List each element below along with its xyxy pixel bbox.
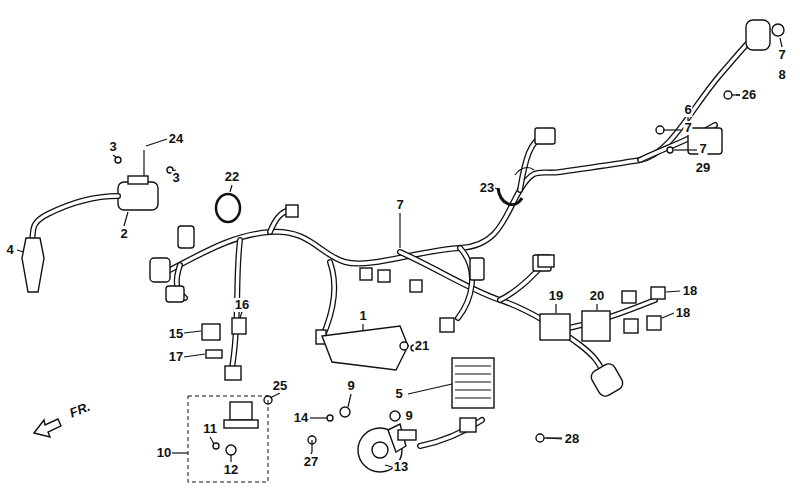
front-arrow — [34, 419, 61, 437]
callout-number: 20 — [589, 289, 605, 303]
relays — [538, 255, 665, 341]
ignition-coil — [22, 150, 158, 292]
callout-number: 18 — [675, 306, 691, 320]
callout-number: 11 — [202, 422, 218, 436]
callout-number: 7 — [395, 198, 404, 212]
bracket-plate — [322, 326, 408, 370]
callout-number: 3 — [108, 140, 117, 154]
callout-number: 21 — [414, 339, 430, 353]
callout-number: 9 — [404, 409, 413, 423]
callout-number: 9 — [346, 379, 355, 393]
callout-number: 17 — [168, 350, 184, 364]
callout-number: 12 — [223, 463, 239, 477]
fasteners — [115, 24, 784, 452]
callout-number: 28 — [564, 432, 580, 446]
callout-number: 29 — [695, 161, 711, 175]
callout-number: 23 — [479, 181, 495, 195]
callout-number: 15 — [168, 327, 184, 341]
callout-number: 7 — [777, 48, 786, 62]
callout-number: 24 — [168, 132, 184, 146]
group-bracket — [188, 396, 268, 482]
callout-number: 7 — [683, 121, 692, 135]
callout-number: 4 — [5, 243, 14, 257]
callout-number: 10 — [156, 446, 172, 460]
callout-number: 13 — [393, 460, 409, 474]
direction-label: FR. — [67, 399, 94, 421]
callout-number: 3 — [171, 171, 180, 185]
callout-number: 26 — [741, 88, 757, 102]
callout-number: 6 — [683, 103, 692, 117]
clamps — [216, 188, 522, 222]
callout-number: 25 — [272, 379, 288, 393]
regulator — [452, 358, 494, 432]
callout-number: 19 — [548, 289, 564, 303]
callout-number: 8 — [777, 68, 786, 82]
callout-number: 14 — [293, 411, 309, 425]
callout-number: 22 — [224, 170, 240, 184]
harness-parts — [150, 20, 770, 399]
callout-number: 5 — [394, 387, 403, 401]
callout-number: 2 — [119, 227, 128, 241]
callout-number: 27 — [303, 455, 319, 469]
callout-number: 1 — [358, 309, 367, 323]
leader-lines — [17, 38, 782, 467]
callout-number: 18 — [682, 284, 698, 298]
callout-number: 7 — [698, 142, 707, 156]
harness-wires — [160, 36, 758, 446]
callout-number: 16 — [234, 298, 250, 312]
